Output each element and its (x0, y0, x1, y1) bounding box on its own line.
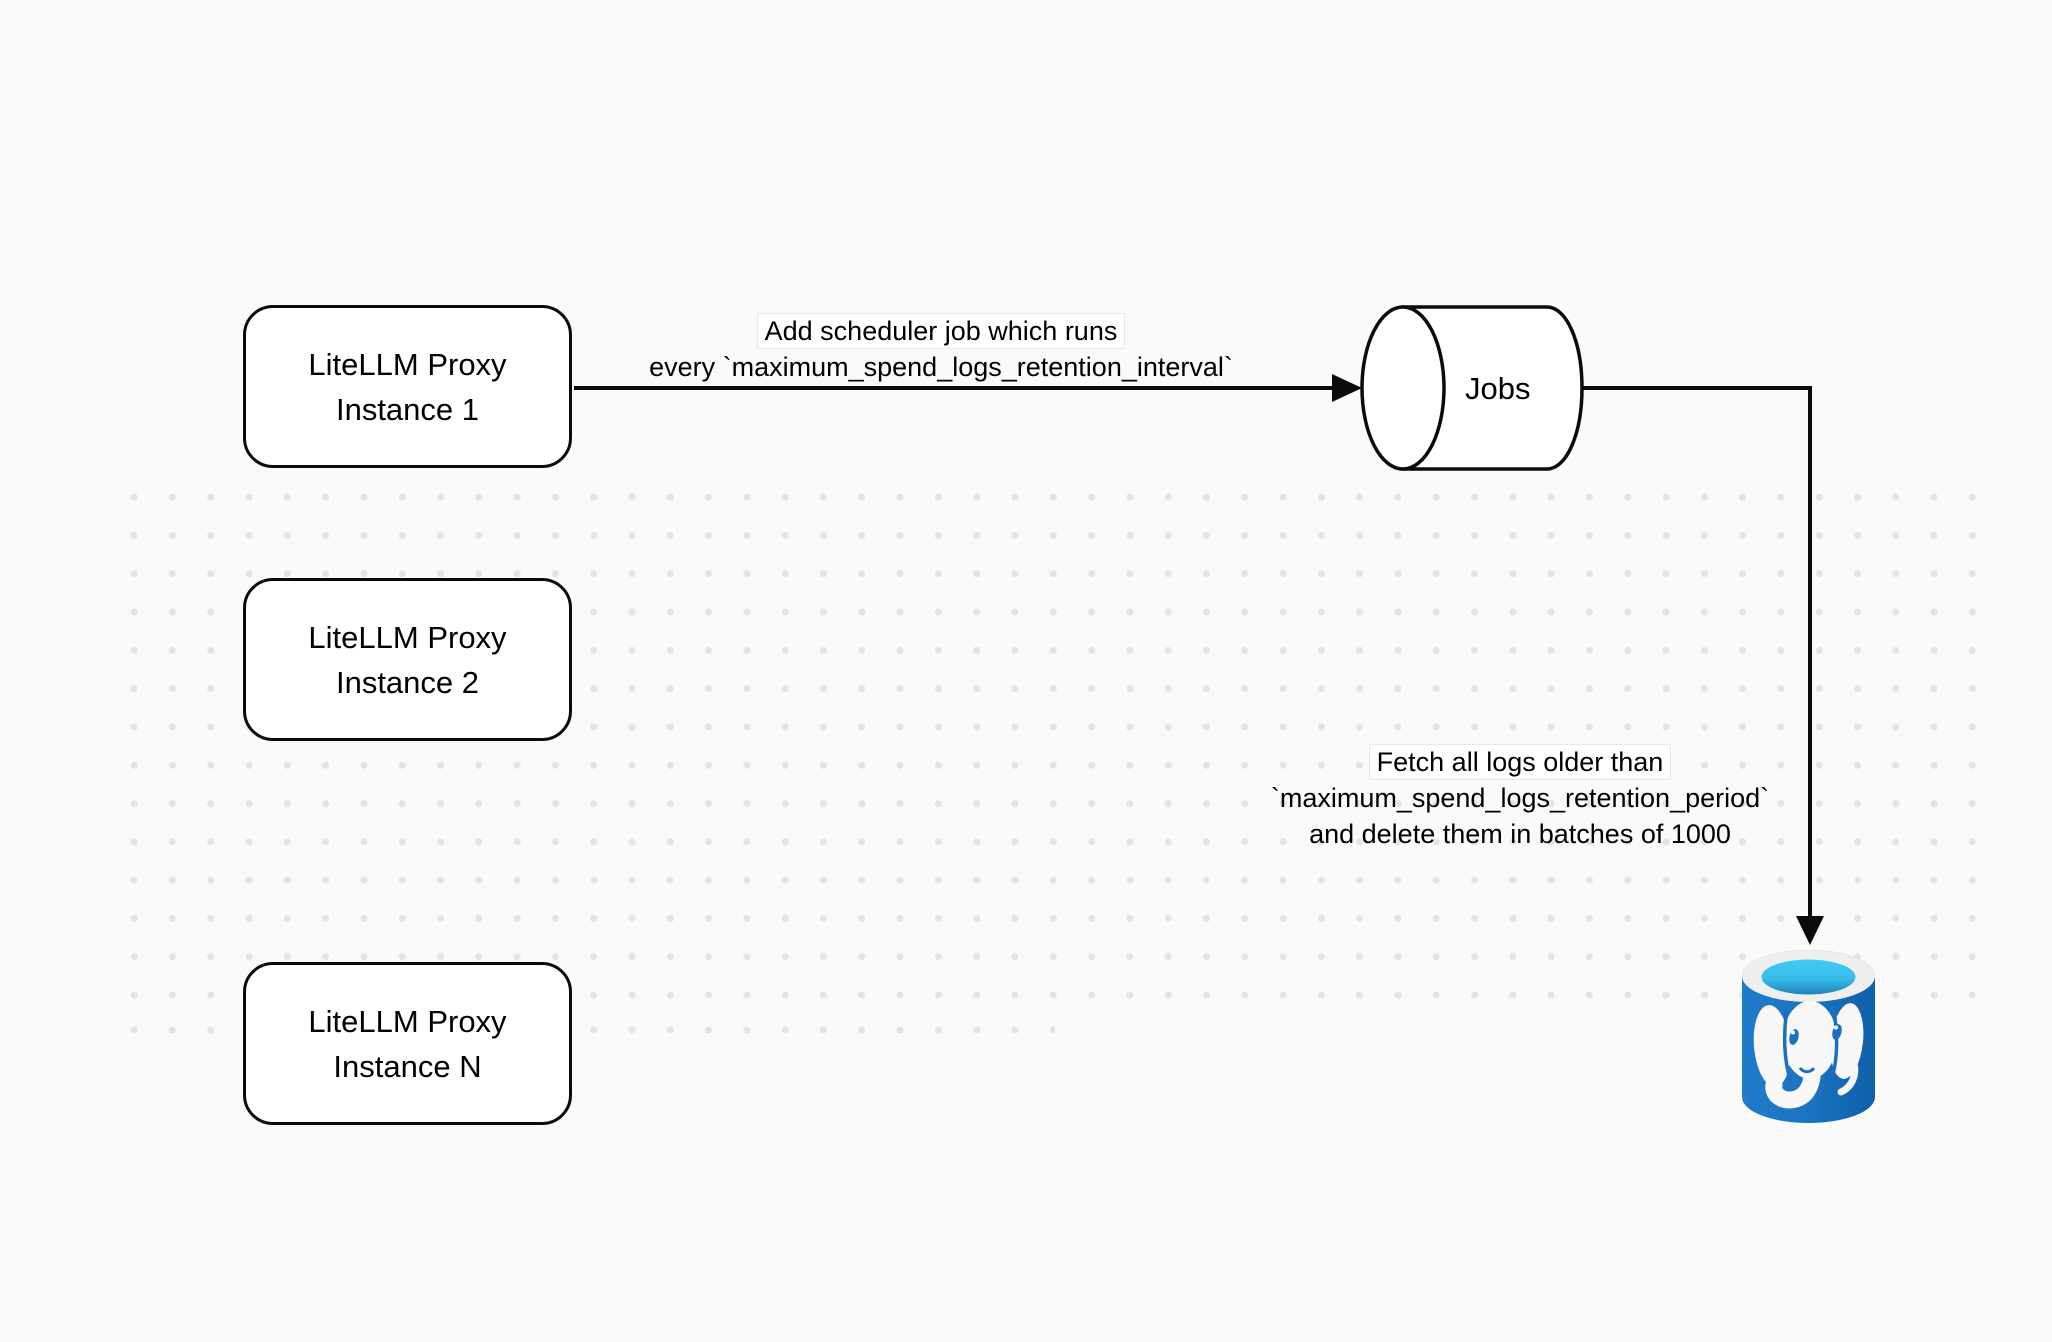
edge-label-fetch-line2: `maximum_spend_logs_retention_period` (1270, 783, 1770, 813)
edge-label-fetch-line1: Fetch all logs older than (1170, 744, 1870, 780)
jobs-queue-label: Jobs (1465, 371, 1530, 406)
database-opening (1761, 959, 1856, 995)
node-label-line1: LiteLLM Proxy (308, 619, 507, 655)
node-label-line2: Instance N (333, 1048, 482, 1084)
node-litellm-proxy-instance-n[interactable]: LiteLLM Proxy Instance N (243, 962, 572, 1125)
edge-label-fetch-line3: and delete them in batches of 1000 (1309, 819, 1731, 849)
arrow-fetch-line (1582, 386, 1812, 917)
postgres-elephant-icon (1753, 1001, 1864, 1109)
arrow-scheduler (574, 374, 1362, 402)
node-label-line1: LiteLLM Proxy (308, 1003, 507, 1039)
node-label-line1: LiteLLM Proxy (308, 346, 507, 382)
arrow-fetch-head-icon (1796, 916, 1824, 945)
queue-left-cap (1360, 305, 1446, 471)
node-label-line2: Instance 1 (335, 391, 480, 427)
jobs-queue-cylinder[interactable]: Jobs (1360, 305, 1584, 471)
edge-label-fetch: Fetch all logs older than `maximum_spend… (1170, 744, 1870, 852)
arrow-scheduler-head-icon (1332, 374, 1362, 402)
node-litellm-proxy-instance-2[interactable]: LiteLLM Proxy Instance 2 (243, 578, 572, 741)
postgres-database-icon[interactable] (1742, 950, 1875, 1124)
arrow-fetch (1582, 386, 1824, 945)
edge-label-scheduler-line2: every `maximum_spend_logs_retention_inte… (649, 352, 1233, 382)
node-label-line2: Instance 2 (335, 664, 480, 700)
edge-label-scheduler-line1: Add scheduler job which runs (541, 313, 1341, 349)
edge-label-scheduler: Add scheduler job which runs every `maxi… (541, 313, 1341, 385)
node-litellm-proxy-instance-1[interactable]: LiteLLM Proxy Instance 1 (243, 305, 572, 468)
